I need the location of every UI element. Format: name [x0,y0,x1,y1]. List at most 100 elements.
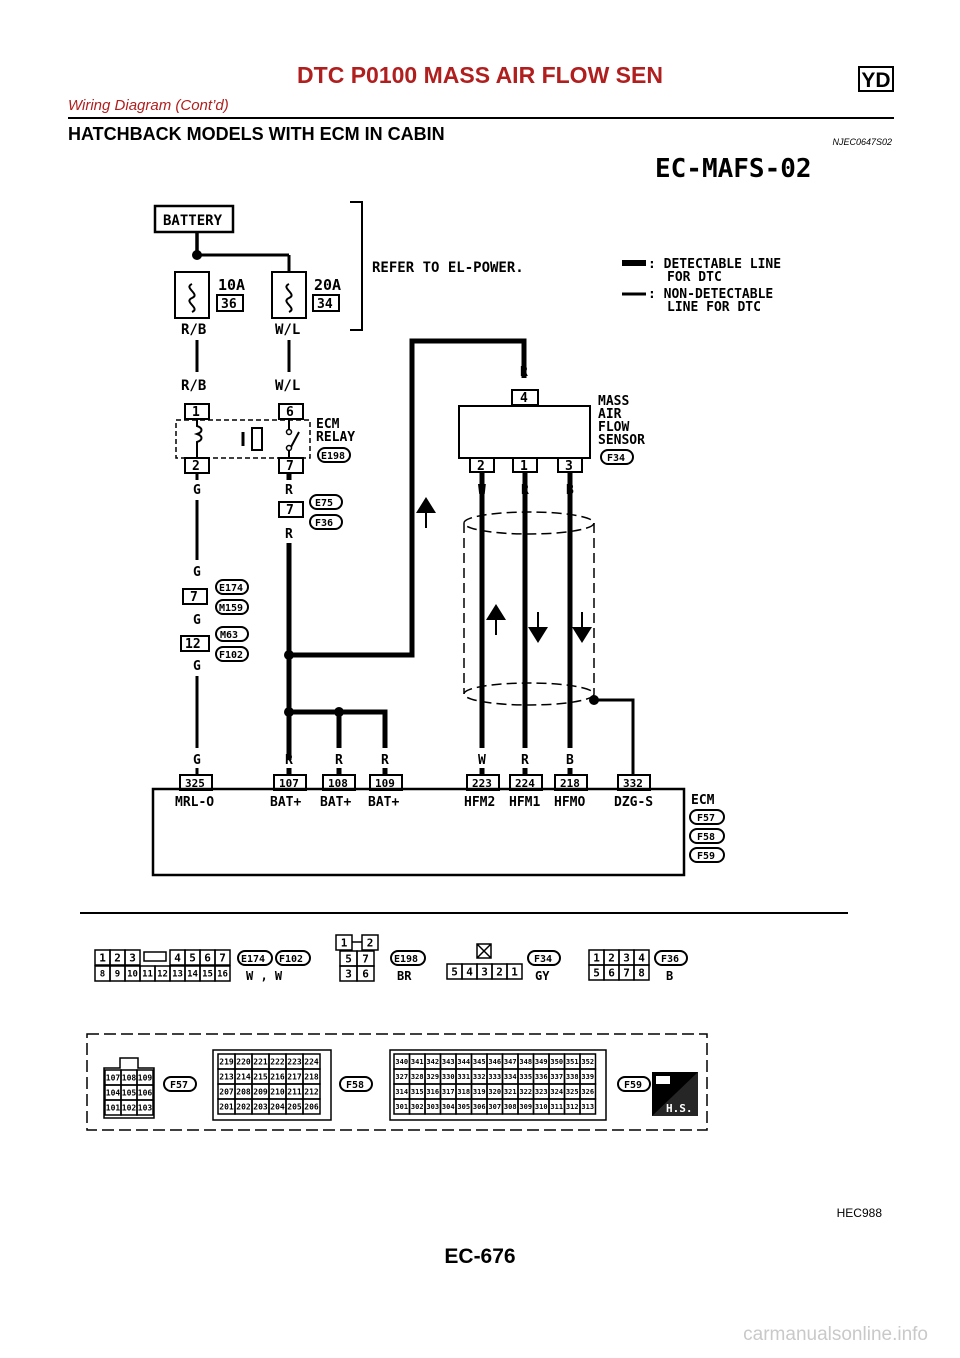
pin-number: 207 [219,1087,234,1096]
pin-number: 316 [426,1088,439,1096]
inline2-conn-b: M159 [219,603,243,614]
pin-number: 322 [519,1088,532,1096]
pin-cell [124,949,141,966]
pin-number: 352 [581,1058,594,1066]
pin-number: 302 [411,1103,424,1111]
section-title: HATCHBACK MODELS WITH ECM IN CABIN [68,124,445,144]
inline1-conn-b: F36 [315,518,333,529]
ecm-term-108: BAT+ [320,795,351,810]
pin-cell [302,1098,321,1115]
ecm-pin-332: 332 [623,777,643,790]
pin-number: 104 [106,1088,121,1097]
pin-cell [579,1098,597,1115]
pin-number: 204 [270,1102,285,1111]
inline3-pin: 12 [185,637,201,652]
pin-number: 313 [581,1103,594,1111]
pin-number: 212 [304,1087,319,1096]
inline1-conn-a: E75 [315,498,333,509]
wire-g-label-4: G [193,659,201,674]
pin-number: 15 [202,970,213,980]
cv-e198-label: E198 [394,954,418,965]
pin-cell [633,964,650,981]
fuse2-rating: 20A [314,276,341,294]
pin-number: 309 [519,1103,532,1111]
pin-number: 301 [395,1103,408,1111]
pin-number: 2 [114,951,121,964]
pin-number: 105 [122,1088,137,1097]
pin-number: 103 [138,1103,153,1112]
pin-number: 303 [426,1103,439,1111]
battery-label: BATTERY [163,213,223,229]
pin-number: 210 [270,1087,285,1096]
pin-number: 7 [219,951,226,964]
pin-number: 324 [550,1088,563,1096]
pin-number: 209 [253,1087,268,1096]
wire-b-label-2: B [566,753,574,768]
relay-pin7: 7 [286,459,294,474]
pin-number: 8 [638,966,645,979]
pin-number: 1 [99,951,106,964]
ecm-pin-218: 218 [560,777,580,790]
inline3-conn-b: F102 [219,650,243,661]
connector-outline [212,1049,332,1121]
wire-g-label-5: G [193,753,201,768]
pin-number: 335 [519,1073,532,1081]
pin-cell [506,963,523,980]
pin-cell [214,949,231,966]
pin-number: 2 [496,965,503,978]
cv-f102-label: F102 [279,954,303,965]
ecm-pin-107: 107 [279,777,299,790]
pin-number: 2 [367,936,374,949]
legend-detectable: : DETECTABLE LINE [648,257,781,272]
pin-number: 333 [488,1073,501,1081]
pin-number: 106 [138,1088,153,1097]
ecm-conn-f57: F57 [697,813,715,824]
ecm-term-223: HFM2 [464,795,495,810]
figure-id: HEC988 [836,1206,882,1220]
relay-connector: E198 [321,451,345,462]
pin-number: 323 [535,1088,548,1096]
pin-number: 6 [204,951,211,964]
ecm-relay: 1 6 2 7 ECM RELAY E198 [175,403,355,474]
legend-nondetectable-2: LINE FOR DTC [667,300,761,315]
legend-nondetectable: : NON-DETECTABLE [648,287,773,302]
pin-number: 4 [466,965,473,978]
pin-number: 109 [138,1073,153,1082]
pin-number: 328 [411,1073,424,1081]
connector-latch [143,951,167,962]
cv-e174-color: W , W [246,969,283,983]
pin-number: 337 [550,1073,563,1081]
pin-number: 339 [581,1073,594,1081]
ecm-term-218: HFMO [554,795,585,810]
pin-number: 205 [287,1102,302,1111]
ecm-conn-f58: F58 [697,832,715,843]
pin-number: 13 [172,970,183,980]
pin-number: 1 [593,951,600,964]
mass-air-flow-sensor: 4 2 1 3 MASS AIR FLOW SENSOR F34 [458,389,645,474]
wire-r-label-2: R [285,527,293,542]
pin-cell [214,965,231,982]
connector-outline [389,1049,607,1121]
pin-number: 3 [129,951,136,964]
pin-number: 16 [217,970,228,980]
pin-number: 213 [219,1072,234,1081]
inline2-pin: 7 [190,590,198,605]
sensor-pin-1: 1 [520,459,528,474]
ecm-pin-224: 224 [515,777,535,790]
pin-number: 222 [270,1057,285,1066]
pin-number: 314 [395,1088,408,1096]
inline2-conn-a: E174 [219,583,243,594]
sensor-label-2: AIR [598,407,622,422]
pin-number: 321 [504,1088,517,1096]
pin-number: 346 [488,1058,501,1066]
refer-note: REFER TO EL-POWER. [372,260,524,276]
pin-number: 336 [535,1073,548,1081]
relay-pin6: 6 [286,405,294,420]
wire-r-109: R [381,753,389,768]
relay-label-2: RELAY [316,430,355,445]
cv-f58-label: F58 [346,1080,364,1091]
